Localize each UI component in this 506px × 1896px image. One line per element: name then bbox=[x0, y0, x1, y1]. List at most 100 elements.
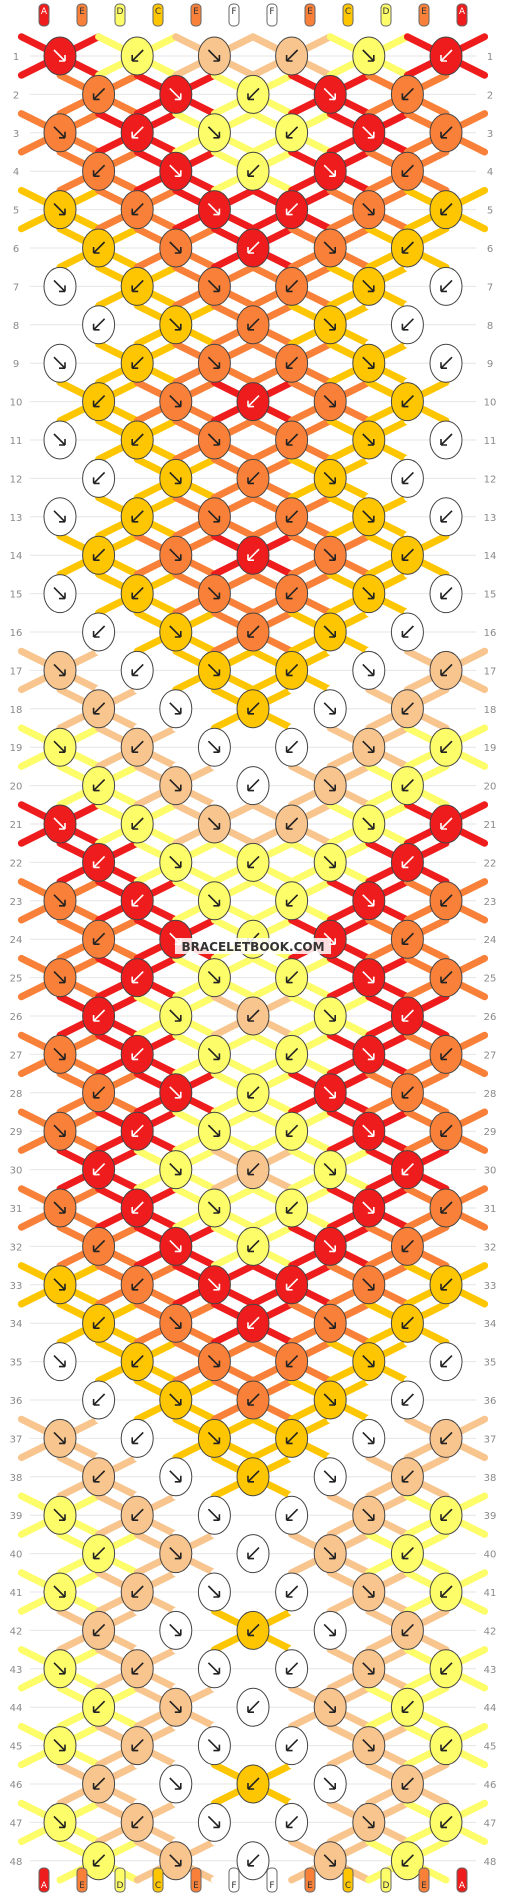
knot-arrow-icon bbox=[362, 1431, 375, 1445]
strand-label-top: F bbox=[231, 7, 236, 17]
knot bbox=[352, 1111, 386, 1151]
row-number-right: 30 bbox=[484, 1166, 497, 1177]
knot-arrow-icon bbox=[92, 1470, 106, 1483]
knot-arrow-icon bbox=[440, 663, 453, 677]
knot bbox=[313, 842, 347, 882]
strand-bottom bbox=[456, 1867, 468, 1893]
knot bbox=[352, 1418, 386, 1458]
knot-arrow-icon bbox=[207, 1508, 221, 1521]
knot-arrow-icon bbox=[53, 971, 66, 984]
row-number-right: 41 bbox=[484, 1588, 497, 1599]
knot bbox=[43, 36, 77, 76]
knot bbox=[275, 650, 309, 690]
knot-arrow-icon bbox=[92, 1009, 106, 1022]
row-number-left: 38 bbox=[10, 1473, 23, 1484]
knot-arrow-icon bbox=[247, 779, 260, 792]
knot bbox=[429, 1034, 463, 1074]
knot-arrow-icon bbox=[362, 1508, 375, 1521]
knot-arrow-icon bbox=[169, 1393, 182, 1406]
row-number-right: 5 bbox=[487, 206, 493, 217]
knot-arrow-icon bbox=[440, 1124, 453, 1137]
knot bbox=[82, 382, 116, 422]
knot bbox=[82, 305, 116, 345]
knot-arrow-icon bbox=[401, 1777, 414, 1790]
strand-top bbox=[418, 3, 430, 27]
knot-arrow-icon bbox=[362, 1047, 375, 1061]
knot bbox=[429, 881, 463, 921]
row-number-left: 17 bbox=[10, 666, 23, 677]
strand-bottom bbox=[418, 1867, 430, 1893]
knot bbox=[43, 1802, 77, 1842]
knot bbox=[390, 228, 424, 268]
knot-arrow-icon bbox=[362, 663, 375, 677]
row-number-right: 48 bbox=[484, 1857, 497, 1868]
strand-label-bottom: F bbox=[231, 1881, 236, 1891]
knot-arrow-icon bbox=[247, 1009, 260, 1022]
knot bbox=[159, 842, 193, 882]
knot bbox=[43, 1726, 77, 1766]
knot-arrow-icon bbox=[247, 1547, 260, 1560]
knot-arrow-icon bbox=[169, 1163, 182, 1176]
knot bbox=[275, 958, 309, 998]
row-number-left: 19 bbox=[10, 743, 23, 754]
knot-arrow-icon bbox=[401, 855, 414, 869]
row-number-right: 28 bbox=[484, 1089, 497, 1100]
knot bbox=[197, 1111, 231, 1151]
knot-arrow-icon bbox=[285, 356, 299, 369]
knot bbox=[352, 343, 386, 383]
row-number-left: 4 bbox=[13, 167, 19, 178]
knot bbox=[313, 305, 347, 345]
knot bbox=[390, 1534, 424, 1574]
knot-arrow-icon bbox=[440, 740, 453, 753]
knot-arrow-icon bbox=[323, 1086, 336, 1099]
knot bbox=[82, 458, 116, 498]
knot-arrow-icon bbox=[285, 1508, 299, 1521]
knot bbox=[313, 228, 347, 268]
knot bbox=[236, 74, 270, 114]
strand-bottom bbox=[190, 1867, 202, 1893]
knot bbox=[429, 190, 463, 230]
strand-top bbox=[152, 3, 164, 27]
knot bbox=[82, 1226, 116, 1266]
knot bbox=[82, 535, 116, 575]
row-number-right: 38 bbox=[484, 1473, 497, 1484]
knot-arrow-icon bbox=[440, 203, 453, 216]
knot bbox=[43, 1495, 77, 1535]
knot-arrow-icon bbox=[169, 1239, 182, 1253]
knot bbox=[82, 74, 116, 114]
row-number-left: 35 bbox=[10, 1358, 23, 1369]
knot-arrow-icon bbox=[323, 1393, 336, 1406]
knot-arrow-icon bbox=[401, 1854, 414, 1867]
knot-arrow-icon bbox=[401, 1470, 414, 1483]
knot-arrow-icon bbox=[247, 855, 260, 869]
knot-arrow-icon bbox=[169, 779, 182, 792]
knot-arrow-icon bbox=[323, 1470, 336, 1483]
knot-arrow-icon bbox=[440, 356, 453, 369]
knot bbox=[275, 574, 309, 614]
knot bbox=[120, 804, 154, 844]
knot bbox=[159, 996, 193, 1036]
knot bbox=[390, 151, 424, 191]
knot-arrow-icon bbox=[131, 1662, 144, 1675]
knot bbox=[43, 881, 77, 921]
knot-arrow-icon bbox=[53, 1739, 66, 1752]
knot bbox=[197, 804, 231, 844]
knot-arrow-icon bbox=[53, 433, 66, 446]
knot bbox=[43, 1265, 77, 1305]
knot-arrow-icon bbox=[92, 1316, 106, 1329]
knot bbox=[82, 1687, 116, 1727]
row-number-left: 11 bbox=[10, 436, 23, 447]
knot-arrow-icon bbox=[401, 395, 414, 408]
knot-arrow-icon bbox=[53, 1815, 66, 1829]
knot bbox=[159, 1380, 193, 1420]
knot bbox=[159, 1610, 193, 1650]
row-number-right: 1 bbox=[487, 52, 493, 63]
knot-arrow-icon bbox=[53, 356, 66, 369]
knot bbox=[352, 804, 386, 844]
knot-arrow-icon bbox=[247, 1623, 260, 1637]
knot-arrow-icon bbox=[285, 971, 299, 984]
knot-arrow-icon bbox=[362, 1355, 375, 1368]
knot bbox=[275, 1418, 309, 1458]
knot-arrow-icon bbox=[285, 1739, 299, 1752]
strand-label-top: A bbox=[41, 7, 48, 17]
